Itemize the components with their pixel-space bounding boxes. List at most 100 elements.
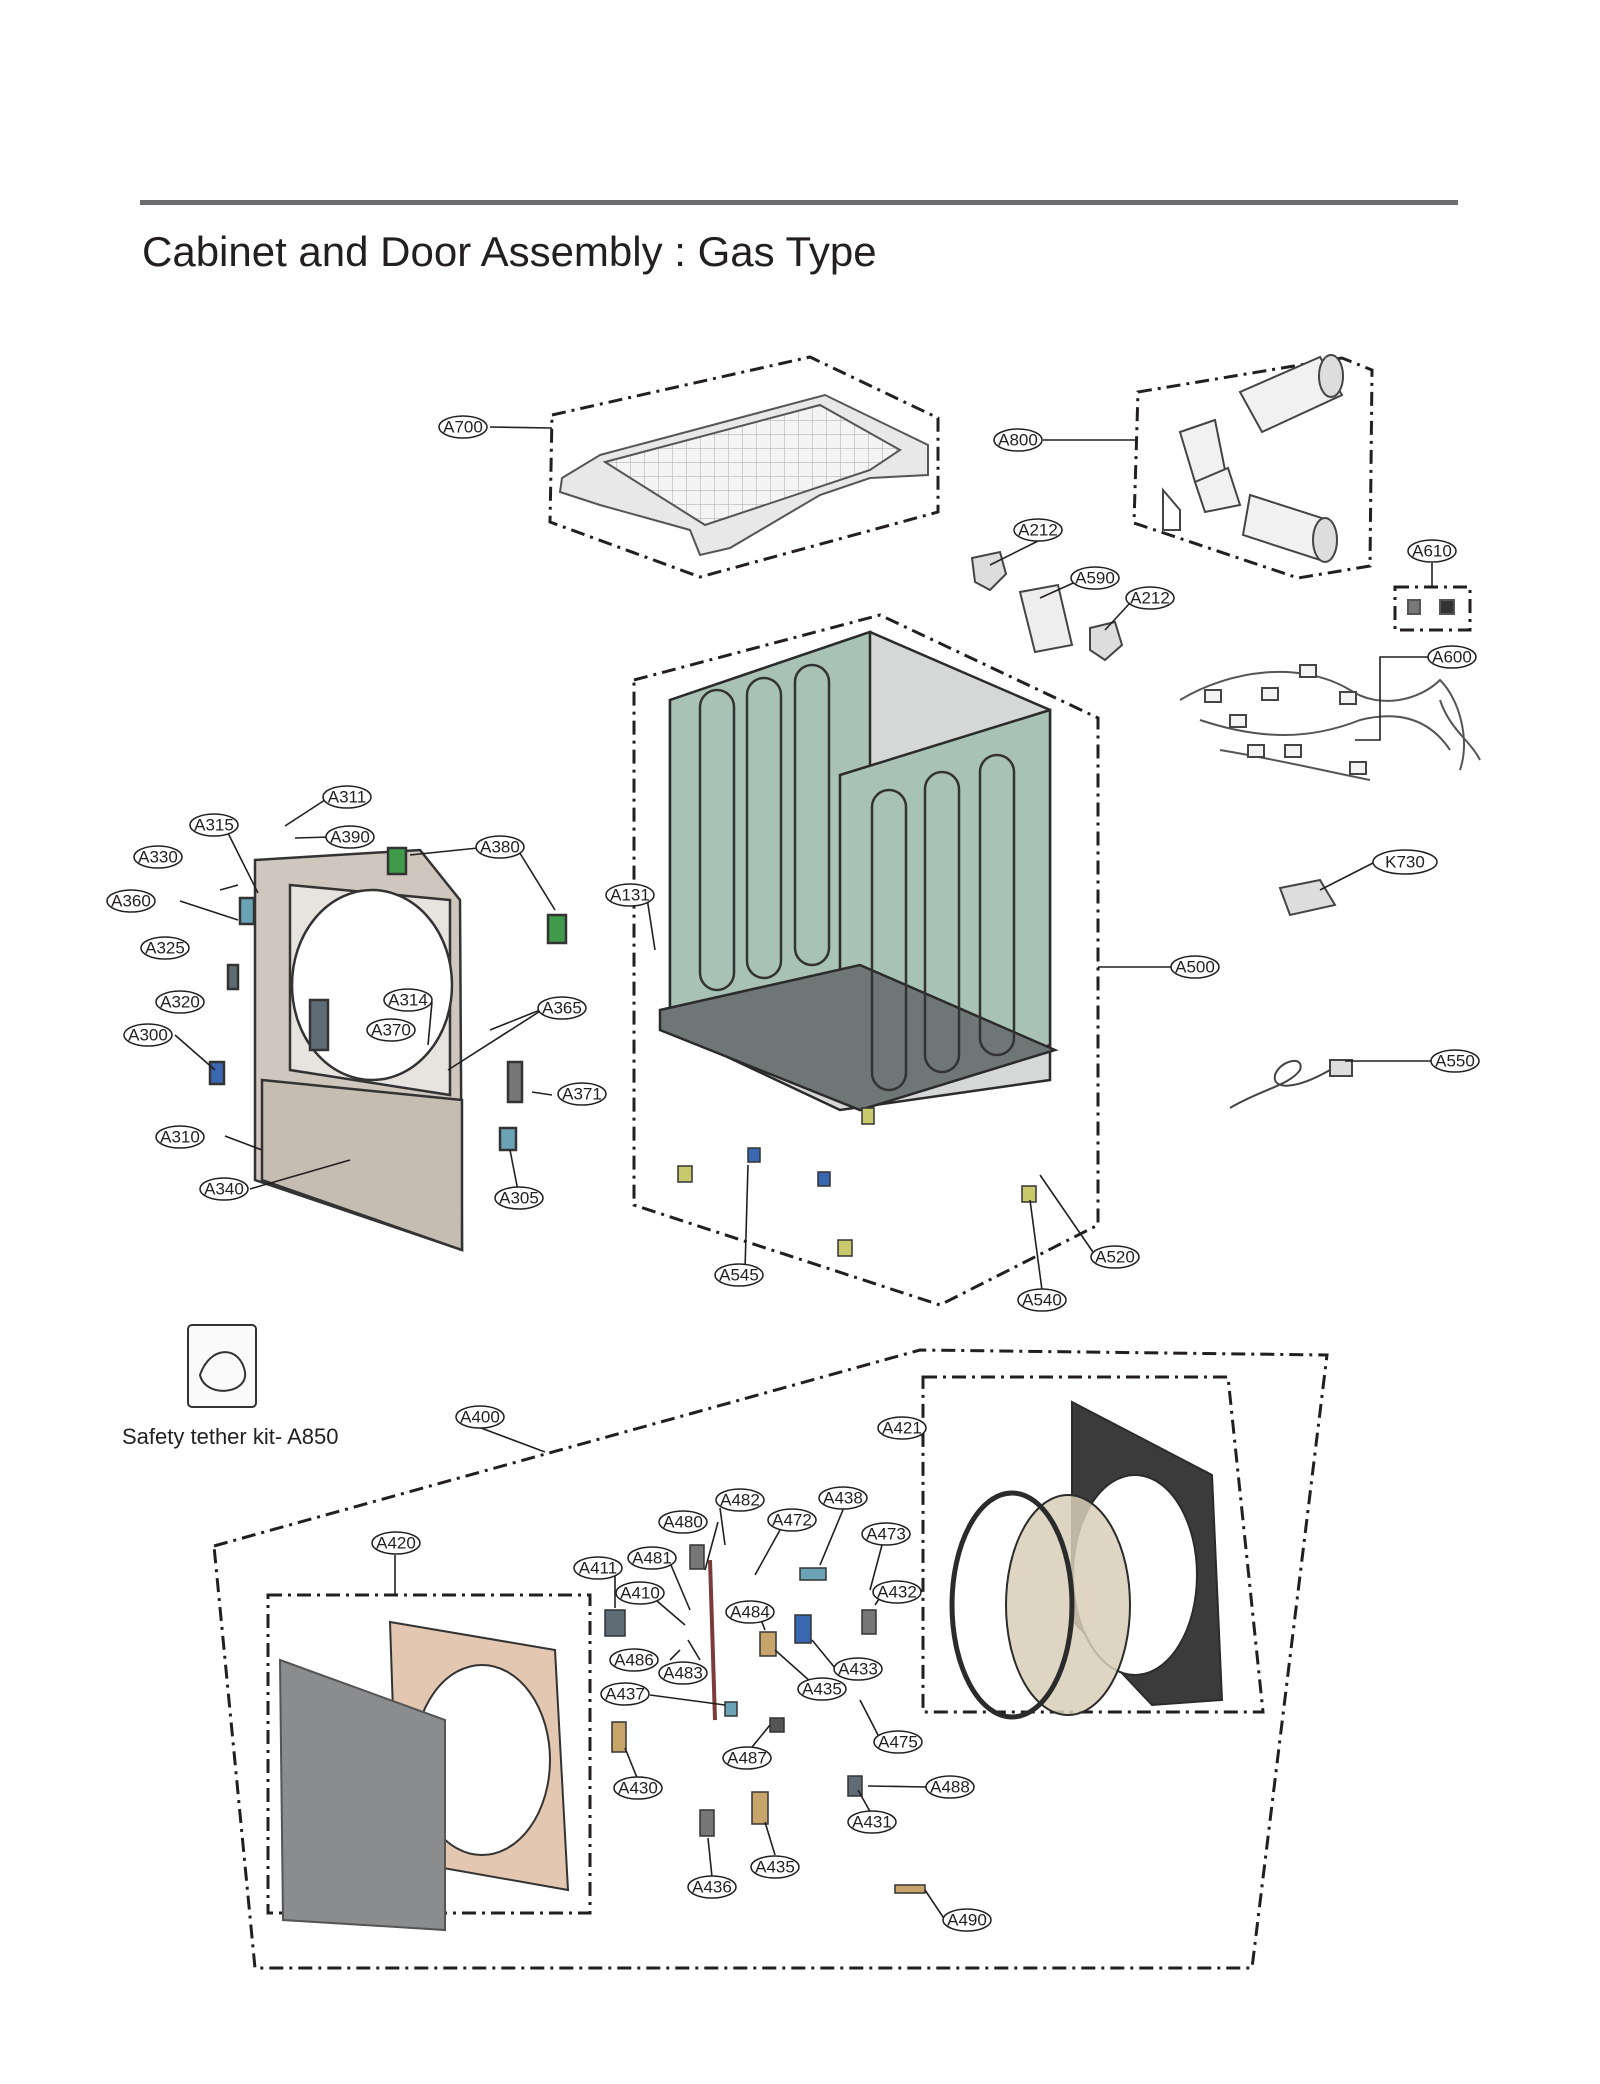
page-title: Cabinet and Door Assembly : Gas Type [142, 228, 877, 275]
callout-a436: A436 [687, 1875, 737, 1899]
callout-a411: A411 [573, 1556, 623, 1580]
callout-a314: A314 [383, 988, 433, 1012]
callout-label: A315 [194, 815, 234, 834]
callout-a212: A212 [1125, 586, 1175, 610]
callout-bubble [199, 1177, 249, 1201]
callout-bubble [613, 1776, 663, 1800]
callout-label: A435 [755, 1857, 795, 1876]
callout-label: A300 [128, 1025, 168, 1044]
door-frame-part [278, 1620, 570, 1932]
callout-label: A360 [111, 891, 151, 910]
callout-a484: A484 [725, 1600, 775, 1624]
callout-label: A472 [772, 1510, 812, 1529]
callout-a433: A433 [833, 1657, 883, 1681]
top-cover-group-outline [548, 355, 940, 579]
callout-a437: A437 [600, 1682, 650, 1706]
callout-a483: A483 [658, 1661, 708, 1685]
callout-label: A390 [330, 827, 370, 846]
callout-bubble [155, 990, 205, 1014]
callout-bubble [133, 845, 183, 869]
callout-a212: A212 [1013, 518, 1063, 542]
callout-label: A482 [720, 1490, 760, 1509]
callout-label: A131 [610, 885, 650, 904]
callout-a545: A545 [714, 1263, 764, 1287]
callout-label: A400 [460, 1407, 500, 1426]
callout-bubble [1427, 645, 1477, 669]
callout-label: A490 [947, 1910, 987, 1929]
callout-a487: A487 [722, 1746, 772, 1770]
callout-bubble [615, 1581, 665, 1605]
callout-bubble [725, 1600, 775, 1624]
callout-a310: A310 [155, 1125, 205, 1149]
callout-a486: A486 [609, 1648, 659, 1672]
door-assembly-group-outline [212, 1348, 1329, 1970]
safety-tether-kit-caption: Safety tether kit- A850 [122, 1424, 339, 1449]
callout-a438: A438 [818, 1486, 868, 1510]
door-window-part [949, 1400, 1224, 1720]
callout-label: A600 [1432, 647, 1472, 666]
callout-bubble [1430, 1049, 1480, 1073]
callout-bubble [189, 813, 239, 837]
callout-a500: A500 [1170, 955, 1220, 979]
callout-a480: A480 [658, 1510, 708, 1534]
callout-bubble [797, 1677, 847, 1701]
callout-a431: A431 [847, 1810, 897, 1834]
callout-bubble [573, 1556, 623, 1580]
callout-a360: A360 [106, 889, 156, 913]
callout-bubble [715, 1488, 765, 1512]
exhaust-duct-part [1162, 354, 1344, 563]
callout-a380: A380 [475, 835, 525, 859]
callout-label: A487 [727, 1748, 767, 1767]
leveling-feet-part [677, 1107, 1037, 1257]
harness-group-outline [1393, 585, 1472, 632]
callout-label: A310 [160, 1127, 200, 1146]
callout-bubble [1407, 539, 1457, 563]
callout-a371: A371 [557, 1082, 607, 1106]
callout-label: A380 [480, 837, 520, 856]
callout-label: A340 [204, 1179, 244, 1198]
callout-label: A540 [1022, 1290, 1062, 1309]
callout-bubble [140, 936, 190, 960]
callout-bubble [455, 1405, 505, 1429]
callout-k730: K730 [1372, 849, 1438, 875]
callout-label: A486 [614, 1650, 654, 1669]
callout-a490: A490 [942, 1908, 992, 1932]
power-cord-part [1229, 1059, 1353, 1109]
callout-bubble [106, 889, 156, 913]
callout-a365: A365 [537, 996, 587, 1020]
callout-label: A800 [998, 430, 1038, 449]
callout-a520: A520 [1090, 1245, 1140, 1269]
callout-label: A305 [499, 1188, 539, 1207]
callout-a131: A131 [605, 883, 655, 907]
callout-bubble [658, 1510, 708, 1534]
callout-label: A320 [160, 992, 200, 1011]
callout-a481: A481 [627, 1546, 677, 1570]
callout-bubble [322, 785, 372, 809]
callout-bubble [1090, 1245, 1140, 1269]
callout-label: A610 [1412, 541, 1452, 560]
callout-a330: A330 [133, 845, 183, 869]
callout-a472: A472 [767, 1508, 817, 1532]
callout-label: A212 [1018, 520, 1058, 539]
callout-label: A475 [878, 1732, 918, 1751]
callout-bubble [818, 1486, 868, 1510]
callout-bubble [605, 883, 655, 907]
callout-bubble [371, 1531, 421, 1555]
callout-a473: A473 [861, 1522, 911, 1546]
callout-a390: A390 [325, 825, 375, 849]
gas-valve-part [1278, 878, 1337, 917]
callout-a550: A550 [1430, 1049, 1480, 1073]
callout-label: A212 [1130, 588, 1170, 607]
callout-bubble [537, 996, 587, 1020]
callout-label: A411 [579, 1558, 617, 1577]
callout-bubble [600, 1682, 650, 1706]
callout-label: A488 [930, 1777, 970, 1796]
window-group-outline [921, 1375, 1265, 1714]
front-panel-part [208, 846, 568, 1252]
callout-label: A700 [443, 417, 483, 436]
callout-a540: A540 [1017, 1288, 1067, 1312]
callout-bubble [123, 1023, 173, 1047]
header-rule [140, 200, 1458, 205]
callout-a488: A488 [925, 1775, 975, 1799]
